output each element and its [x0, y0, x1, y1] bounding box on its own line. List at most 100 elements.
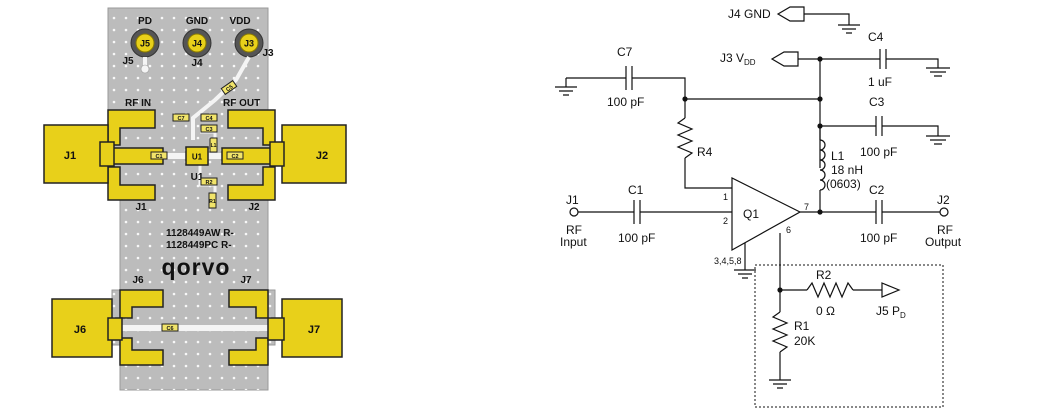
label-j5: J5 [122, 56, 134, 67]
sch-pin-1: 1 [723, 192, 728, 202]
part-number-1: 1128449AW R- [166, 228, 234, 239]
sch-j5-arrow [881, 282, 901, 298]
svg-text:C6: C6 [166, 326, 173, 332]
label-sma-j7: J7 [308, 324, 320, 336]
schematic: J4 GND J3 VDD C4 1 uF C3 100 pF C7 100 p… [555, 6, 962, 408]
sch-value-l1: 18 nH [831, 163, 863, 177]
sch-resistor-r4 [676, 117, 694, 159]
part-r1[interactable]: R1 [208, 192, 217, 209]
part-c5[interactable]: C5 [220, 79, 238, 96]
sch-value-c3: 100 pF [860, 145, 897, 159]
sch-ground-r1 [769, 379, 791, 389]
chip-u1[interactable] [185, 146, 209, 166]
sch-ground-q1 [734, 269, 756, 279]
chip-u1-ref: U1 [192, 153, 203, 162]
connector-j5[interactable]: J5 [130, 28, 160, 58]
sch-resistor-r2 [806, 281, 854, 299]
sch-value-c1: 100 pF [618, 231, 655, 245]
svg-text:C3: C3 [205, 127, 212, 133]
label-pd: PD [138, 16, 152, 27]
sch-ground-c7 [555, 86, 577, 96]
sch-pin-7: 7 [804, 202, 809, 212]
sch-pin-6: 6 [786, 225, 791, 235]
part-c1[interactable]: C1 [150, 151, 168, 160]
sch-package-l1: (0603) [826, 177, 861, 191]
part-c7[interactable]: C7 [172, 113, 190, 122]
pcb-layout: J5 J4 J3 PD GND VDD J5 J4 J3 [43, 7, 347, 391]
sch-port-j2 [939, 207, 949, 217]
label-rf-in: RF IN [125, 98, 151, 109]
connector-j4-ref: J4 [192, 39, 202, 49]
sch-label-c3: C3 [869, 95, 885, 109]
svg-text:C2: C2 [231, 154, 238, 160]
label-vdd: VDD [229, 16, 250, 27]
sch-label-j3-vdd: J3 VDD [720, 51, 756, 67]
sch-rf-output-2: Output [925, 235, 962, 249]
label-u1: U1 [191, 172, 204, 183]
sch-label-j1: J1 [566, 193, 579, 207]
connector-j4[interactable]: J4 [182, 28, 212, 58]
svg-text:C1: C1 [155, 154, 162, 160]
part-c3[interactable]: C3 [200, 124, 218, 133]
sch-label-q1: Q1 [743, 207, 759, 221]
sch-label-r1: R1 [794, 319, 810, 333]
sma-j2[interactable] [281, 124, 347, 184]
connector-j3[interactable]: J3 [234, 28, 264, 58]
sma-j6[interactable] [51, 298, 113, 358]
pad-j7 [228, 289, 269, 366]
svg-text:C4: C4 [205, 116, 213, 122]
sch-cap-c2 [875, 200, 883, 224]
sch-value-c4: 1 uF [868, 75, 892, 89]
part-c2[interactable]: C2 [226, 151, 244, 160]
sch-cap-c1 [633, 200, 641, 224]
sch-label-r4: R4 [697, 145, 713, 159]
label-sma-j6: J6 [74, 324, 86, 336]
sch-label-c2: C2 [869, 183, 885, 197]
sch-value-r1: 20K [794, 334, 815, 348]
sch-ground-c4 [926, 67, 950, 77]
part-c6[interactable]: C6 [161, 323, 179, 332]
sch-label-c4: C4 [868, 30, 884, 44]
sch-label-l1: L1 [831, 149, 845, 163]
label-rf-out: RF OUT [223, 98, 260, 109]
connector-j3-ref: J3 [244, 39, 254, 49]
sch-amplifier-q1 [731, 177, 802, 252]
sch-j3-arrow [770, 51, 799, 67]
svg-text:R2: R2 [205, 180, 212, 186]
label-j1-board: J1 [135, 202, 147, 213]
label-j6-board: J6 [132, 275, 144, 286]
part-number-2: 1128449PC R- [166, 240, 232, 251]
svg-text:L1: L1 [211, 143, 217, 149]
sch-j4-arrow [776, 6, 805, 22]
svg-text:C7: C7 [177, 116, 184, 122]
sch-pin-2: 2 [723, 216, 728, 226]
sch-label-c7: C7 [617, 45, 633, 59]
sch-cap-c4 [879, 49, 887, 69]
label-j3: J3 [262, 48, 274, 59]
sch-cap-c3 [875, 116, 883, 136]
label-sma-j1: J1 [64, 150, 76, 162]
svg-text:C5: C5 [225, 84, 234, 93]
brand-logo: qorvo [162, 254, 231, 280]
label-gnd: GND [186, 16, 208, 27]
sch-label-r2: R2 [816, 268, 832, 282]
label-sma-j2: J2 [316, 150, 328, 162]
sma-j7[interactable] [281, 298, 343, 358]
part-r2[interactable]: R2 [200, 177, 218, 186]
connector-j5-ref: J5 [140, 39, 150, 49]
sch-pin-gnd: 3,4,5,8 [714, 256, 742, 266]
sch-ground-j4 [838, 24, 860, 34]
part-l1[interactable]: L1 [209, 137, 218, 153]
trace-vdd [191, 56, 251, 140]
sch-rf-output-1: RF [937, 223, 953, 237]
part-c4[interactable]: C4 [200, 113, 218, 122]
sch-value-r2: 0 Ω [816, 304, 835, 318]
sch-rf-input-1: RF [566, 223, 582, 237]
sch-label-j2: J2 [937, 193, 950, 207]
sch-label-c1: C1 [628, 183, 644, 197]
label-j7-board: J7 [240, 275, 252, 286]
sch-inductor-l1 [819, 139, 826, 191]
sch-rf-input-2: Input [560, 235, 587, 249]
sch-label-j5-pd: J5 PD [876, 304, 906, 320]
